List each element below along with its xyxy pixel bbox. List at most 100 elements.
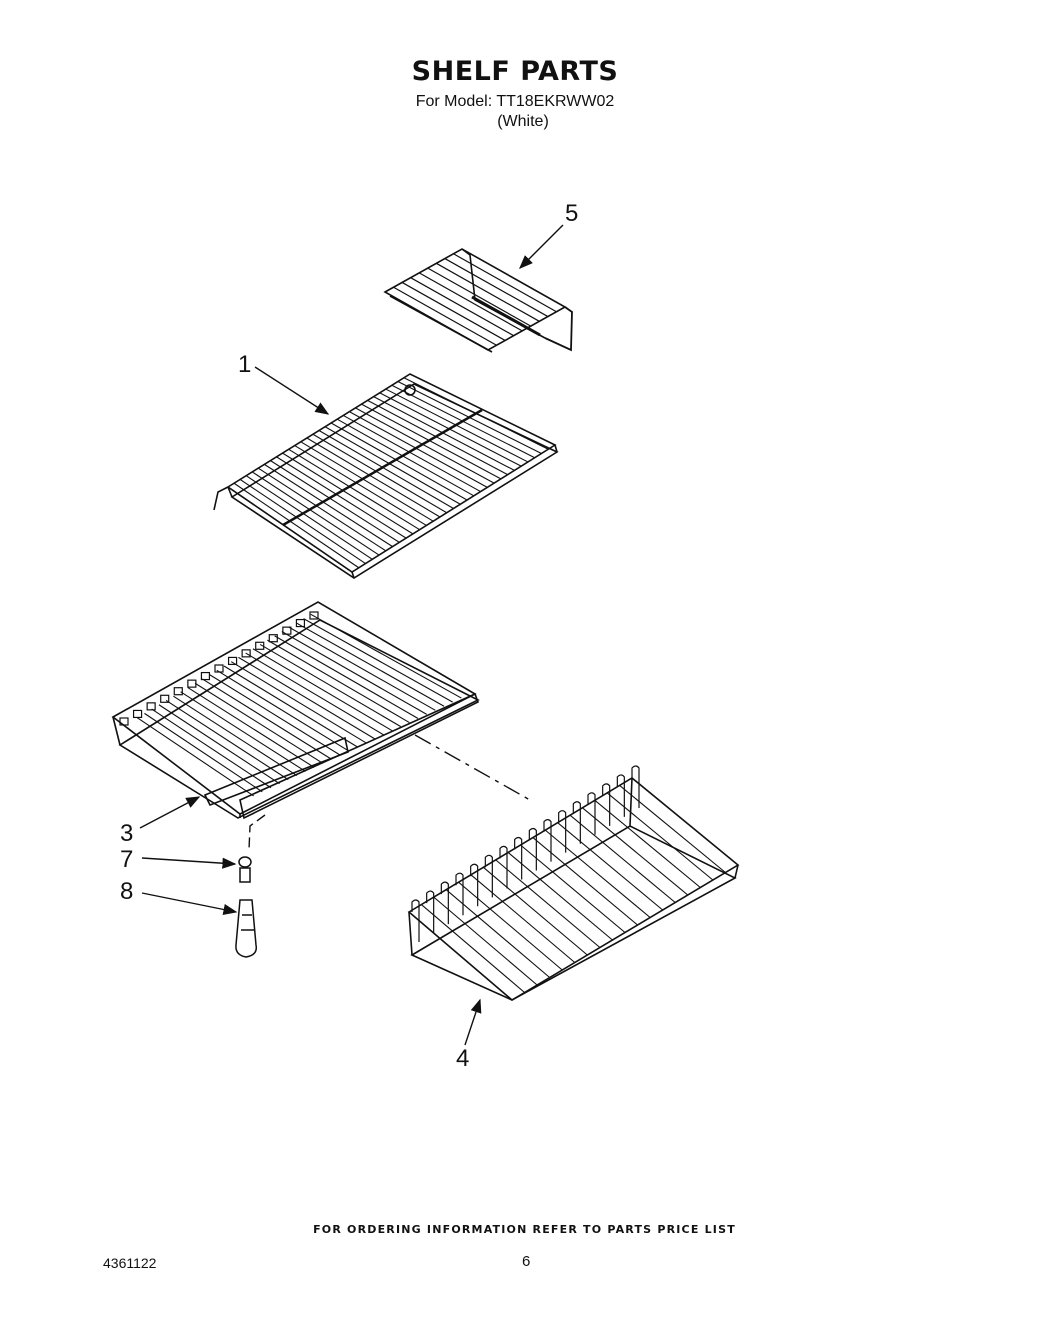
- basket-hook: [440, 881, 449, 925]
- wire-bar: [393, 286, 497, 346]
- wire-bar: [144, 712, 263, 793]
- document-number: 4361122: [103, 1255, 157, 1271]
- basket-hook: [616, 774, 625, 817]
- wire-bar: [194, 682, 324, 764]
- wire-bar: [401, 281, 506, 341]
- wire-bar: [361, 403, 502, 480]
- wire-bar: [520, 844, 626, 933]
- basket-hook: [558, 810, 567, 853]
- wire-bar: [245, 475, 373, 560]
- wire-bar: [355, 407, 495, 484]
- wire-bar: [336, 418, 475, 497]
- callout-5: 5: [565, 200, 578, 227]
- wire-bar: [349, 411, 488, 488]
- wire-bar: [403, 377, 549, 450]
- callout-4: 4: [456, 1045, 469, 1072]
- wire-bar: [264, 463, 393, 548]
- wire-bar: [303, 618, 453, 703]
- wire-bar: [258, 467, 387, 552]
- wire-bar: [453, 253, 557, 313]
- wire-bar: [606, 792, 714, 881]
- shelf-clip: [200, 671, 211, 681]
- shelf-clip: [173, 687, 183, 696]
- wire-bar: [433, 896, 538, 986]
- basket-hook: [499, 845, 508, 889]
- basket-hook: [470, 863, 479, 907]
- shelf-clip: [119, 717, 129, 726]
- wire-bar: [310, 613, 462, 699]
- shelf-clip: [146, 702, 156, 711]
- wire-bar: [267, 639, 410, 724]
- part-3-shelf-assembly: [111, 601, 531, 851]
- model-line: For Model: TT18EKRWW02: [415, 93, 615, 110]
- wire-bar: [421, 904, 525, 993]
- wire-bar: [238, 656, 376, 740]
- wire-bar: [151, 708, 272, 789]
- basket-hook: [426, 890, 435, 934]
- basket-hook: [602, 783, 611, 826]
- wire-bar: [281, 631, 428, 715]
- wire-bar: [470, 874, 576, 963]
- wire-bar: [158, 704, 280, 785]
- wire-bar: [594, 799, 701, 888]
- wire-bar: [294, 445, 427, 526]
- basket-hook: [543, 819, 552, 862]
- shelf-clip: [295, 618, 306, 628]
- wire-bar: [569, 814, 676, 903]
- wire-bar: [367, 399, 508, 476]
- wire-bar: [282, 452, 414, 535]
- wire-bar: [306, 437, 441, 518]
- wire-bar: [318, 430, 454, 509]
- part-1-wire-shelf: [213, 373, 559, 579]
- wire-bar: [444, 258, 549, 318]
- shelf-clip: [187, 679, 197, 688]
- wire-bar: [373, 396, 515, 471]
- shelf-clip: [282, 626, 292, 635]
- wire-bar: [391, 384, 535, 459]
- wire-bar: [251, 471, 380, 556]
- basket-hook: [484, 854, 493, 898]
- callout-leaders: [139, 224, 564, 1046]
- basket-hook: [631, 765, 640, 808]
- wire-bar: [223, 665, 358, 748]
- wire-bar: [276, 456, 407, 539]
- ordering-note: FOR ORDERING INFORMATION REFER TO PARTS …: [313, 1223, 736, 1236]
- wire-bar: [436, 262, 540, 322]
- wire-bar: [532, 837, 638, 926]
- wire-bar: [259, 643, 402, 728]
- wire-bar: [385, 388, 529, 463]
- wire-bar: [397, 381, 542, 454]
- wire-bar: [270, 460, 400, 543]
- wire-bar: [180, 691, 306, 772]
- callout-8: 8: [120, 878, 133, 905]
- wire-bar: [312, 433, 448, 514]
- wire-bar: [418, 272, 523, 332]
- wire-bar: [274, 635, 419, 719]
- wire-bar: [296, 622, 445, 707]
- wire-bar: [230, 661, 367, 744]
- wire-bar: [288, 626, 436, 711]
- wire-bar: [458, 881, 563, 971]
- shelf-clip: [268, 634, 278, 643]
- shelf-clip: [241, 649, 251, 658]
- basket-hook: [572, 801, 581, 844]
- wire-bar: [245, 652, 384, 736]
- page-title: SHELF PARTS: [411, 56, 619, 87]
- shelf-clip: [160, 694, 170, 703]
- wire-bar: [187, 687, 315, 768]
- wire-bar: [202, 678, 332, 760]
- wire-bar: [300, 441, 434, 522]
- shelf-clip: [227, 656, 238, 666]
- wire-bar: [379, 392, 522, 467]
- wire-bar: [582, 807, 689, 896]
- part-8-handle: [235, 899, 258, 958]
- wire-bar: [495, 859, 601, 948]
- basket-hook: [514, 836, 523, 880]
- wire-bar: [544, 829, 651, 918]
- wire-bar: [324, 426, 461, 505]
- wire-bar: [410, 277, 514, 337]
- wire-bar: [209, 674, 341, 756]
- wire-bar: [342, 414, 481, 493]
- wire-bar: [507, 852, 613, 941]
